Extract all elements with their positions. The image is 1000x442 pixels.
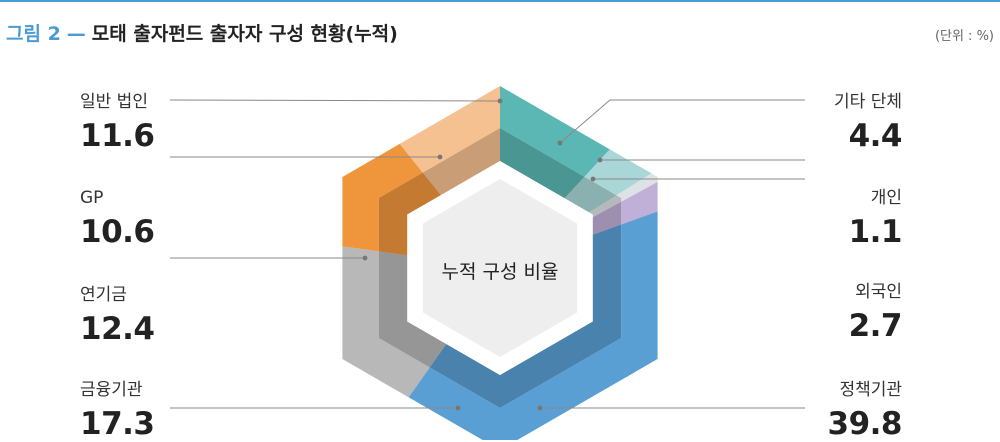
slice-outer-3 bbox=[616, 173, 658, 202]
slice-inner-6 bbox=[378, 251, 447, 368]
slice-inner-7 bbox=[378, 172, 441, 256]
leader-dot-5 bbox=[537, 405, 543, 411]
leader-line-2 bbox=[559, 99, 805, 144]
figure-title-text: 모태 출자펀드 출자자 구성 현황(누적) bbox=[91, 23, 398, 45]
slice-label-1: 일반 법인 11.6 bbox=[80, 92, 155, 154]
slice-name: 정책기관 bbox=[839, 380, 902, 400]
slice-value: 2.7 bbox=[848, 308, 903, 344]
slice-value: 1.1 bbox=[848, 214, 903, 250]
leader-dot-7 bbox=[362, 255, 368, 261]
slice-value: 4.4 bbox=[848, 118, 903, 154]
slice-value: 12.4 bbox=[80, 311, 155, 347]
top-rule bbox=[0, 0, 1000, 2]
leader-dot-8 bbox=[437, 154, 443, 160]
leader-dot-1 bbox=[497, 98, 503, 104]
slice-outer-7 bbox=[342, 143, 423, 252]
slice-inner-3 bbox=[589, 195, 622, 218]
slice-label-3: 개인 1.1 bbox=[848, 188, 903, 250]
slice-name: 일반 법인 bbox=[80, 92, 148, 112]
slice-name: 기타 단체 bbox=[834, 92, 902, 112]
leader-dot-4 bbox=[590, 176, 596, 182]
slice-outer-5 bbox=[408, 211, 658, 440]
slice-name: 금융기관 bbox=[80, 380, 143, 400]
slice-value: 11.6 bbox=[80, 118, 155, 154]
hexagon-center-core bbox=[422, 179, 578, 357]
leader-dot-2 bbox=[557, 140, 563, 146]
figure-title: 그림 2—모태 출자펀드 출자자 구성 현황(누적) bbox=[6, 19, 398, 46]
slice-outer-6 bbox=[342, 246, 430, 398]
slice-inner-5 bbox=[429, 224, 622, 408]
slice-label-2: 기타 단체 4.4 bbox=[834, 92, 902, 154]
slice-value: 10.6 bbox=[80, 214, 155, 250]
unit-label: (단위 : %) bbox=[934, 29, 994, 44]
slice-name: 개인 bbox=[870, 188, 902, 208]
slice-name: 외국인 bbox=[855, 282, 902, 302]
figure-dash: — bbox=[66, 23, 86, 45]
slice-inner-8 bbox=[422, 128, 500, 196]
slice-label-8: GP 10.6 bbox=[80, 188, 155, 250]
slice-value: 39.8 bbox=[827, 406, 903, 442]
slice-outer-1 bbox=[500, 86, 610, 177]
slice-label-6: 금융기관 17.3 bbox=[80, 380, 155, 442]
slice-outer-4 bbox=[621, 181, 658, 225]
center-label: 누적 구성 비율 bbox=[441, 261, 559, 283]
slice-outer-8 bbox=[399, 86, 500, 173]
slice-name: 연기금 bbox=[80, 285, 127, 305]
slice-inner-2 bbox=[564, 176, 617, 213]
leader-line-1 bbox=[169, 99, 501, 102]
slice-label-4: 외국인 2.7 bbox=[848, 282, 903, 344]
slice-value: 17.3 bbox=[80, 406, 155, 442]
slice-label-5: 정책기관 39.8 bbox=[828, 380, 903, 442]
slice-inner-1 bbox=[500, 128, 585, 199]
slice-label-7: 연기금 12.4 bbox=[80, 285, 155, 347]
figure-number: 그림 2 bbox=[6, 23, 61, 45]
leader-dot-6 bbox=[455, 405, 461, 411]
slice-name: GP bbox=[80, 188, 104, 208]
slice-inner-4 bbox=[592, 201, 622, 235]
leader-dot-3 bbox=[597, 157, 603, 163]
